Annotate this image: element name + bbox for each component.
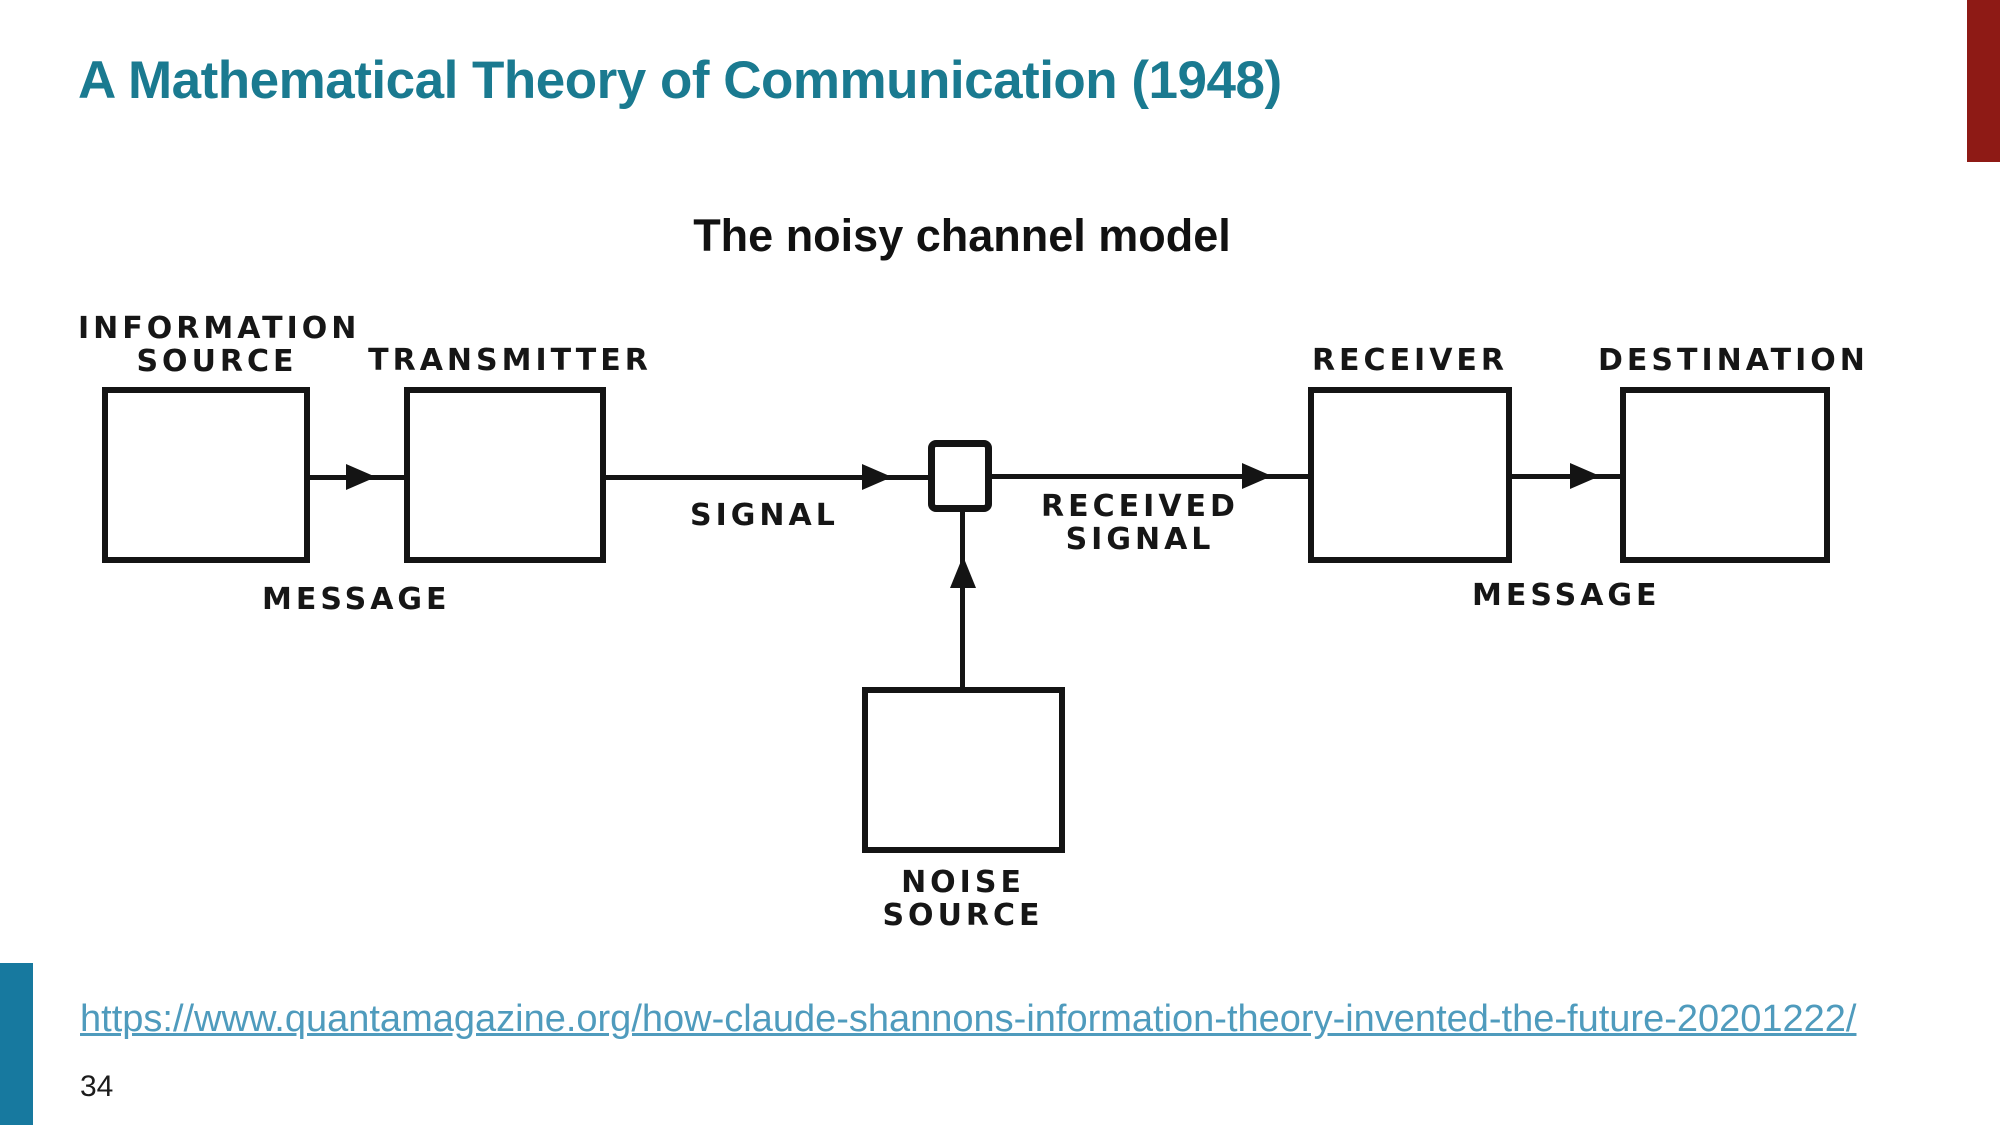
slide-title: A Mathematical Theory of Communication (…	[78, 51, 1282, 110]
received-signal-label-line2: SIGNAL	[1065, 522, 1215, 557]
noise-source-label-line1: NOISE	[901, 865, 1025, 900]
noise-source-label: NOISE SOURCE	[858, 866, 1068, 932]
receiver-to-destination-arrowhead-icon	[1570, 463, 1600, 489]
top-right-accent-bar	[1967, 0, 2000, 162]
signal-label: SIGNAL	[690, 498, 839, 533]
destination-box	[1620, 387, 1830, 563]
source-url-link[interactable]: https://www.quantamagazine.org/how-claud…	[80, 998, 1857, 1040]
received-signal-label-line1: RECEIVED	[1041, 489, 1239, 524]
received-signal-arrowhead-icon	[1242, 463, 1272, 489]
destination-label: DESTINATION	[1598, 343, 1869, 378]
source-to-transmitter-arrowhead-icon	[346, 464, 376, 490]
noise-source-box	[862, 687, 1065, 853]
page-number: 34	[80, 1070, 114, 1103]
transmitter-box	[404, 387, 606, 563]
information-source-label-line2: SOURCE	[136, 344, 298, 379]
signal-line	[606, 475, 928, 480]
received-signal-line	[992, 474, 1308, 479]
receiver-box	[1308, 387, 1512, 563]
signal-arrowhead-icon	[862, 464, 892, 490]
noise-source-label-line2: SOURCE	[882, 898, 1044, 933]
receiver-label: RECEIVER	[1311, 343, 1509, 378]
channel-box	[928, 440, 992, 512]
information-source-label: INFORMATION SOURCE	[78, 312, 356, 378]
information-source-box	[102, 387, 310, 563]
bottom-left-accent-bar	[0, 963, 33, 1125]
received-signal-label: RECEIVED SIGNAL	[1040, 490, 1240, 556]
message-right-label: MESSAGE	[1472, 578, 1661, 613]
receiver-to-destination-line	[1512, 474, 1620, 479]
information-source-label-line1: INFORMATION	[78, 311, 361, 346]
transmitter-label: TRANSMITTER	[368, 343, 652, 378]
message-left-label: MESSAGE	[262, 582, 451, 617]
noise-to-channel-line	[960, 508, 965, 687]
diagram-title: The noisy channel model	[693, 210, 1231, 261]
noise-to-channel-arrowhead-icon	[950, 556, 976, 588]
